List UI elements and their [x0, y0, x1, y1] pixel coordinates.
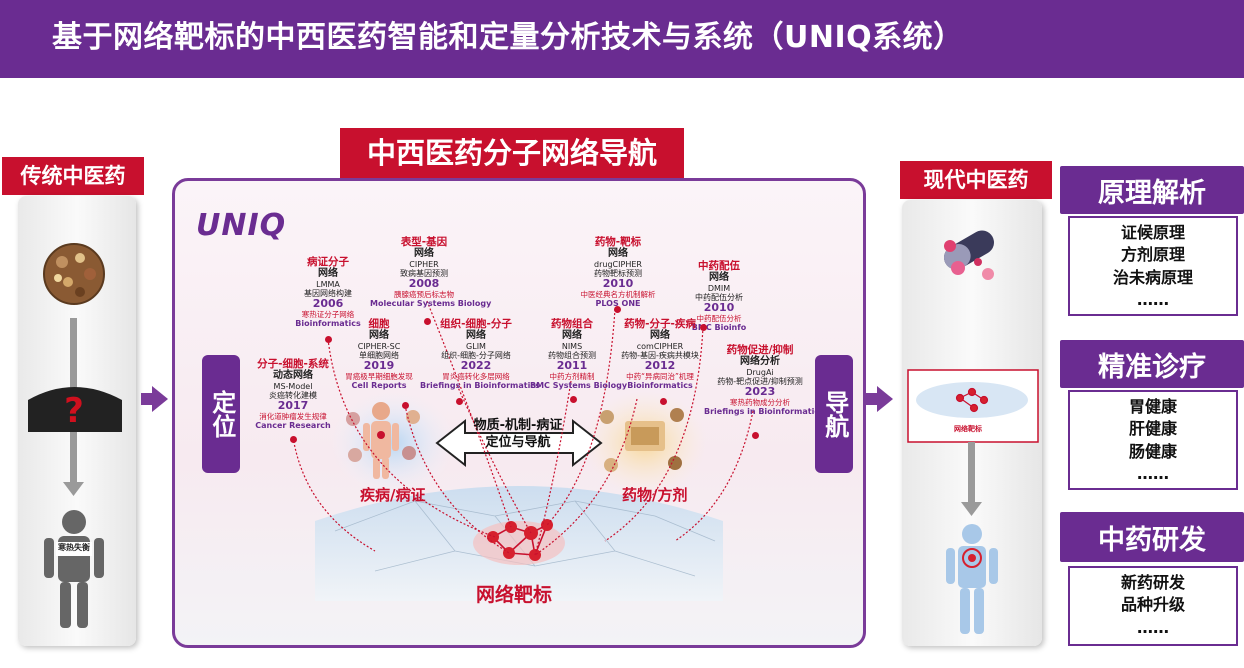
human-body-icon	[346, 402, 420, 479]
human-imbalance-text: 寒热失衡	[58, 543, 90, 552]
card-dot	[402, 402, 409, 409]
right-panel-graphics	[907, 230, 1039, 634]
modern-tcm-label: 现代中医药	[900, 161, 1052, 199]
left-panel-graphics: ?	[28, 243, 122, 628]
double-arrow-icon	[435, 418, 603, 468]
card-comcipher: 药物-分子-疾病 网络 comCIPHER 药物-基因-疾病共模块 2012 中…	[621, 318, 699, 391]
arrow-center-to-right	[877, 386, 893, 412]
section-list-principle: 证候原理 方剂原理 治未病原理 ……	[1068, 216, 1238, 316]
network-graphics	[292, 300, 754, 601]
card-drugcipher: 药物-靶标 网络 drugCIPHER 药物靶标预测 2010 中医经典名方机制…	[580, 236, 656, 309]
word-human-icon	[44, 510, 104, 628]
card-cipher-sc: 细胞 网络 CIPHER-SC 单细胞网络 2019 胃癌极早期细胞发现 Cel…	[345, 318, 413, 391]
traditional-tcm-label: 传统中医药	[2, 157, 144, 195]
navigate-label: 导航	[820, 390, 849, 438]
card-dot	[325, 336, 332, 343]
card-cipher: 表型-基因 网络 CIPHER 致病基因预测 2008 胰腺癌预后标志物 Mol…	[370, 236, 492, 309]
card-dot	[752, 432, 759, 439]
section-list-rd: 新药研发 品种升级 ……	[1068, 566, 1238, 646]
center-title: 中西医药分子网络导航	[340, 128, 684, 178]
arrow-left-to-center-body	[141, 393, 153, 405]
card-dot	[290, 436, 297, 443]
mechanism-text: 物质-机制-病证 定位与导航	[473, 418, 563, 450]
page-title: 基于网络靶标的中西医药智能和定量分析技术与系统（UNIQ系统）	[52, 20, 964, 55]
section-title-principle: 原理解析	[1060, 166, 1244, 214]
locate-label: 定位	[207, 390, 236, 438]
drug-label: 药物/方剂	[622, 486, 688, 504]
navigate-box: 导航	[815, 355, 853, 473]
network-target-label: 网络靶标	[476, 584, 553, 606]
disease-label: 疾病/病证	[360, 486, 426, 504]
card-glim: 组织-细胞-分子 网络 GLIM 组织-细胞-分子网络 2022 胃炎癌转化多层…	[420, 318, 540, 391]
card-ms-model: 分子-细胞-系统 动态网络 MS-Model 炎癌转化建模 2017 消化道肿瘤…	[255, 358, 331, 431]
target-human-icon	[946, 524, 998, 634]
arrow-left-to-center	[152, 386, 168, 412]
uniq-logo: UNIQ	[196, 208, 287, 243]
locate-box: 定位	[202, 355, 240, 473]
card-lmma: 病证分子 网络 LMMA 基因网络构建 2006 寒热证分子网络 Bioinfo…	[295, 256, 361, 329]
card-dot	[456, 398, 463, 405]
card-dmim: 中药配伍 网络 DMIM 中药配伍分析 2010 中药配伍分析 BMC Bioi…	[691, 260, 747, 333]
card-drugai: 药物促进/抑制 网络分析 DrugAi 药物-靶点促进/抑制预测 2023 寒热…	[704, 344, 824, 417]
card-nims: 药物组合 网络 NIMS 药物组合预测 2011 中药方剂精制 BMC Syst…	[530, 318, 628, 391]
question-mark-icon: ?	[64, 391, 84, 431]
header-bar	[0, 0, 1244, 78]
card-dot	[570, 396, 577, 403]
network-target-icon	[473, 519, 565, 565]
section-list-diagnosis: 胃健康 肝健康 肠健康 ……	[1068, 390, 1238, 490]
pill-capsule-icon	[944, 230, 994, 280]
right-network-caption: 网络靶标	[954, 425, 982, 433]
card-dot	[614, 306, 621, 313]
section-title-rd: 中药研发	[1060, 512, 1244, 562]
card-dot	[424, 318, 431, 325]
card-dot	[660, 398, 667, 405]
herbal-medicine-icon	[600, 408, 684, 472]
arrow-center-to-right-body	[866, 393, 878, 405]
section-title-diagnosis: 精准诊疗	[1060, 340, 1244, 388]
card-dot	[700, 324, 707, 331]
